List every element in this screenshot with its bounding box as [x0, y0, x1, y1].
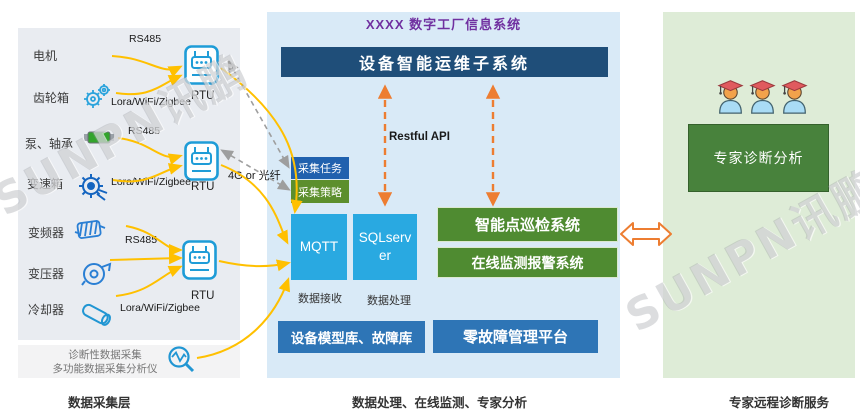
- gearbox-icon: [79, 174, 108, 201]
- bidirectional-arrow-icon: [620, 222, 672, 246]
- analyzer-caption-line2: 多功能数据采集分析仪: [52, 363, 158, 376]
- device-label-pump-bearing: 泵、轴承: [25, 137, 74, 151]
- wan-4g-fiber-label: 4G or 光纤: [228, 170, 281, 182]
- alarm-system-box: 在线监测报警系统: [437, 247, 618, 278]
- rtu-device-icon: [184, 141, 219, 181]
- bearing-roller-icon: [84, 131, 114, 144]
- inverter-motor-icon: [74, 220, 106, 239]
- data-receive-label: 数据接收: [298, 293, 342, 305]
- rtu-label: RTU: [191, 181, 215, 193]
- caption-data-processing: 数据处理、在线监测、专家分析: [352, 396, 528, 410]
- expert-service-panel: [663, 12, 855, 378]
- restful-api-label: Restful API: [389, 131, 450, 143]
- inspection-system-box: 智能点巡检系统: [437, 207, 618, 242]
- collect-strategy-box: 采集策略: [291, 180, 349, 203]
- caption-data-collection-layer: 数据采集层: [68, 396, 131, 410]
- zero-fault-platform-box: 零故障管理平台: [433, 320, 598, 353]
- cooler-icon: [82, 303, 111, 326]
- rtu-device-icon: [184, 45, 219, 85]
- rtu-label: RTU: [191, 290, 215, 302]
- device-label-inverter: 变频器: [28, 226, 65, 240]
- device-label-transmission: 变速箱: [27, 177, 64, 191]
- lora-wifi-zigbee-label: Lora/WiFi/Zigbee: [111, 96, 191, 108]
- device-label-motor: 电机: [33, 49, 58, 63]
- mqtt-box: MQTT: [291, 214, 347, 280]
- pump-icon: [81, 262, 112, 286]
- caption-expert-remote-service: 专家远程诊断服务: [729, 396, 830, 410]
- collect-task-box: 采集任务: [291, 157, 349, 179]
- expert-person-icon: [781, 80, 808, 114]
- expert-person-icon: [717, 80, 744, 114]
- rs485-label: RS485: [128, 125, 161, 137]
- rtu-label: RTU: [191, 90, 215, 102]
- analyzer-magnifier-icon: [168, 346, 195, 373]
- analyzer-caption: 诊断性数据采集 多功能数据采集分析仪: [30, 348, 180, 376]
- device-label-cooler: 冷却器: [28, 303, 65, 317]
- expert-icons-row: [717, 77, 808, 115]
- rs485-label: RS485: [125, 234, 158, 246]
- lora-wifi-zigbee-label: Lora/WiFi/Zigbee: [120, 302, 200, 314]
- sqlserver-box: SQLserver: [353, 214, 417, 280]
- device-label-transformer: 变压器: [28, 267, 65, 281]
- expert-person-icon: [749, 80, 776, 114]
- lora-wifi-zigbee-label: Lora/WiFi/Zigbee: [111, 176, 191, 188]
- model-library-box: 设备模型库、故障库: [278, 321, 425, 353]
- rtu-device-icon: [182, 240, 217, 280]
- device-label-gearbox: 齿轮箱: [33, 91, 70, 105]
- rs485-label: RS485: [129, 33, 162, 45]
- data-process-label: 数据处理: [367, 295, 411, 307]
- system-title: XXXX 数字工厂信息系统: [365, 17, 522, 32]
- ops-subsystem-header: 设备智能运维子系统: [281, 47, 608, 77]
- expert-diagnosis-box: 专家诊断分析: [688, 124, 829, 192]
- gear-pair-icon: [84, 84, 110, 108]
- analyzer-caption-line1: 诊断性数据采集: [68, 349, 142, 361]
